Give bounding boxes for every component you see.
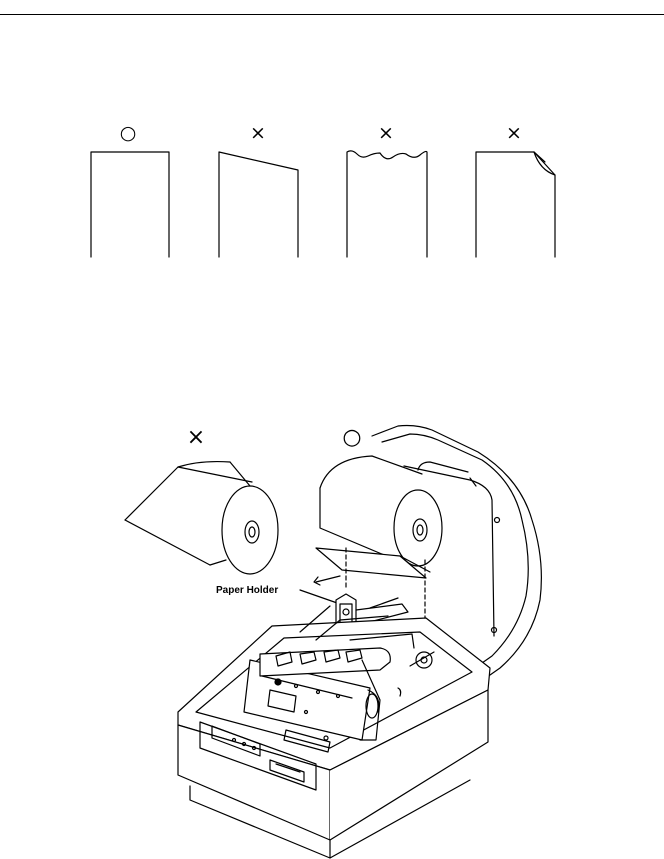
- page-top-rule: [0, 14, 664, 15]
- mark-wrong-roll: ×: [187, 425, 205, 450]
- sample-straight-edge: ○: [90, 122, 170, 258]
- printer-illustration: × ○: [124, 424, 542, 859]
- mark-wrong-3: ×: [506, 122, 522, 144]
- paper-holder-label: Paper Holder: [216, 585, 278, 596]
- edge-samples: ○ × × ×: [90, 122, 556, 258]
- paper-holder-callout: [299, 575, 341, 605]
- mark-correct-roll: ○: [342, 425, 361, 450]
- sample-folded-corner: ×: [475, 122, 556, 258]
- mark-wrong-2: ×: [378, 122, 394, 144]
- printer-cover: [371, 424, 542, 683]
- mark-correct-top: ○: [120, 122, 137, 144]
- roll-correct-orientation: [315, 455, 443, 651]
- sample-slanted-edge: ×: [218, 122, 299, 258]
- sample-torn-edge: ×: [346, 122, 428, 258]
- mark-wrong-1: ×: [250, 122, 266, 144]
- print-mechanism: [243, 605, 435, 753]
- roll-wrong-orientation: [124, 460, 279, 575]
